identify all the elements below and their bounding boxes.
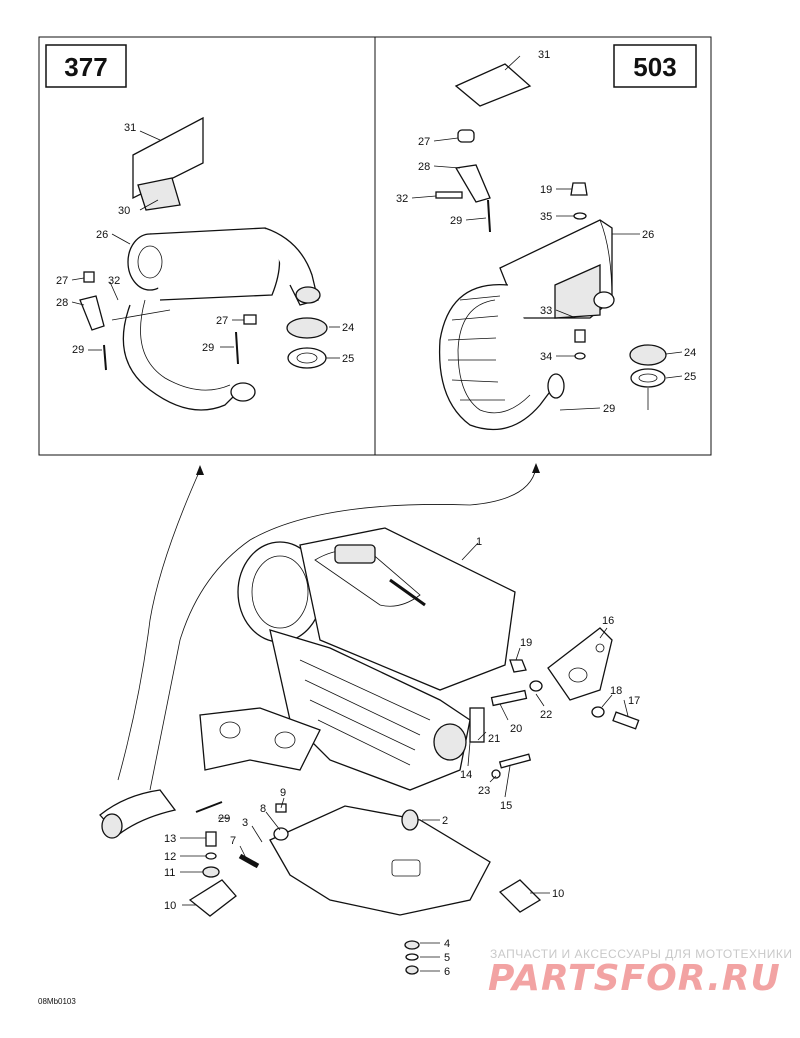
callout-main-4: 4 [444, 938, 450, 950]
callout-main-14: 14 [460, 769, 472, 781]
left-callouts: 31 30 26 27 32 28 29 27 29 24 25 [56, 122, 354, 365]
panel-503-frame [374, 36, 712, 456]
callout-main-10: 10 [164, 900, 176, 912]
badge-503-box [613, 44, 697, 88]
callout-main-18: 18 [610, 685, 622, 697]
right-muffler [438, 219, 615, 431]
callout-main-23: 23 [478, 785, 490, 797]
badge-377: 377 [64, 52, 107, 82]
badge-377-box [45, 44, 127, 88]
callout-right-35: 35 [540, 211, 552, 223]
callout-main-16: 16 [602, 615, 614, 627]
callout-left-30: 30 [118, 205, 130, 217]
badge-503: 503 [633, 52, 676, 82]
callout-left-27b: 27 [216, 315, 228, 327]
right-callouts: 31 27 28 32 29 19 35 26 33 34 24 25 29 [396, 49, 696, 415]
engine-bracket-16 [547, 627, 613, 701]
callout-main-21: 21 [488, 733, 500, 745]
callout-main-11: 11 [164, 867, 175, 879]
callout-right-27: 27 [418, 136, 430, 148]
callout-main-8: 8 [260, 803, 266, 815]
callout-main-17: 17 [628, 695, 640, 707]
connector-arrows [117, 463, 540, 791]
callout-left-32: 32 [108, 275, 120, 287]
callout-left-29b: 29 [202, 342, 214, 354]
callout-right-28: 28 [418, 161, 430, 173]
callout-right-33: 33 [540, 305, 552, 317]
callout-right-26: 26 [642, 229, 654, 241]
callout-left-26: 26 [96, 229, 108, 241]
right-callout-leaders [411, 55, 683, 411]
callout-left-28: 28 [56, 297, 68, 309]
engine-mount-plate [269, 805, 491, 916]
callout-right-29: 29 [450, 215, 462, 227]
callout-main-7: 7 [230, 835, 236, 847]
left-decal-31 [132, 116, 204, 211]
callout-left-31: 31 [124, 122, 136, 134]
main-callouts: 1 16 19 22 18 17 20 21 14 23 15 2 29 9 8… [164, 536, 640, 978]
callout-right-32: 32 [396, 193, 408, 205]
callout-left-29: 29 [72, 344, 84, 356]
lower-hardware [188, 801, 542, 975]
callout-main-3: 3 [242, 817, 248, 829]
callout-main-19: 19 [520, 637, 532, 649]
watermark-logo: PARTSFOR.RU [488, 958, 781, 999]
small-hardware-right [469, 659, 640, 779]
right-decal-31 [454, 63, 532, 107]
callout-main-2: 2 [442, 815, 448, 827]
callout-right-34: 34 [540, 351, 552, 363]
callout-main-15: 15 [500, 800, 512, 812]
callout-main-1: 1 [476, 536, 482, 548]
callout-main-9: 9 [280, 787, 286, 799]
callout-main-13: 13 [164, 833, 176, 845]
callout-left-24: 24 [342, 322, 354, 334]
engine-block [99, 527, 516, 839]
callout-main-12: 12 [164, 851, 176, 863]
callout-right-31: 31 [538, 49, 550, 61]
main-callout-leaders [180, 542, 629, 972]
diagram-code: 08Mb0103 [38, 997, 76, 1006]
callout-right-24: 24 [684, 347, 696, 359]
callout-right-25: 25 [684, 371, 696, 383]
right-small-parts [435, 129, 667, 388]
callout-right-29b: 29 [603, 403, 615, 415]
watermark-tagline: ЗАПЧАСТИ И АКСЕССУАРЫ ДЛЯ МОТОТЕХНИКИ [490, 947, 792, 961]
callout-main-22: 22 [540, 709, 552, 721]
callout-main-6: 6 [444, 966, 450, 978]
callout-main-5: 5 [444, 952, 450, 964]
callout-main-10b: 10 [552, 888, 564, 900]
callout-left-27: 27 [56, 275, 68, 287]
left-small-parts [79, 271, 328, 371]
callout-left-25: 25 [342, 353, 354, 365]
callout-main-29: 29 [218, 813, 230, 825]
left-callout-leaders [71, 130, 340, 359]
left-muffler [111, 227, 321, 411]
callout-right-19: 19 [540, 184, 552, 196]
callout-main-20: 20 [510, 723, 522, 735]
